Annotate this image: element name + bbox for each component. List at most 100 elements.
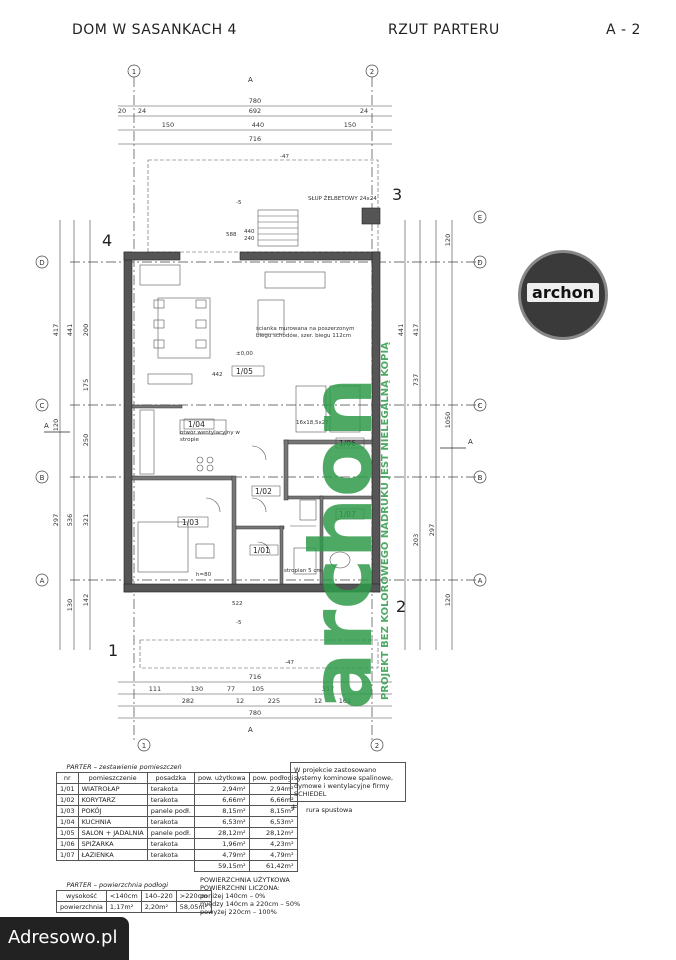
axis-label-left-c: C <box>40 402 45 410</box>
dim-left-3: 200 <box>82 324 90 336</box>
corner-label-3: 3 <box>392 185 402 204</box>
cell: KORYTARZ <box>77 794 148 806</box>
axis-label-bottom-2: 2 <box>375 742 379 750</box>
cell: 6,53m² <box>193 816 250 828</box>
area-note-line-5: powyżej 220cm – 100% <box>200 908 277 916</box>
room-label-1-07: 1/07 <box>339 510 356 519</box>
adresowo-badge[interactable]: Adresowo.pl <box>0 917 130 960</box>
dim-right-7: 297 <box>428 524 436 536</box>
dim-bottom-seg1-5: 317 <box>322 685 334 693</box>
dim-left-11: 130 <box>66 599 74 611</box>
archon-logo: archon <box>518 250 608 340</box>
axis-label-bottom-1: 1 <box>142 742 146 750</box>
section-mark-bottom: A <box>248 726 253 734</box>
downpipe-symbol: + <box>290 803 298 813</box>
dim-left-10: 142 <box>82 594 90 606</box>
archon-logo-text: archon <box>527 283 599 302</box>
room-label-1-02: 1/02 <box>255 487 272 496</box>
rooms-table: PARTER – zestawienie pomieszczeń nr pomi… <box>56 762 298 872</box>
dim-bottom-716: 716 <box>249 673 261 681</box>
cell: SPIŻARKA <box>77 838 148 850</box>
dim-top-seg-3: 150 <box>344 121 356 129</box>
area-note-line-4: między 140cm a 220cm – 50% <box>200 900 301 908</box>
project-title: DOM W SASANKACH 4 <box>72 22 237 38</box>
room-label-1-04: 1/04 <box>188 420 205 429</box>
cell: terakota <box>146 816 195 828</box>
dim-left-2: 441 <box>66 324 74 336</box>
axis-label-right-b: B <box>478 474 483 482</box>
dim-right-1: 441 <box>397 324 405 336</box>
sheet-number: A - 2 <box>606 22 641 38</box>
floor-col-mid: 140–220 <box>140 890 177 902</box>
dim-top-seg-1: 150 <box>162 121 174 129</box>
dim-top-inner: 692 <box>249 107 261 115</box>
rooms-col-name: pomieszczenie <box>77 772 148 784</box>
floor-plan-drawing: 1 2 1 2 D C B A E D C B A 780 20 24 692 … <box>35 64 487 752</box>
cell: 8,15m² <box>193 805 250 817</box>
cell: 1/04 <box>56 816 79 828</box>
dim-top-716: 716 <box>249 135 261 143</box>
dim-top-24b: 24 <box>360 107 368 115</box>
cell: 1/02 <box>56 794 79 806</box>
axis-label-left-a: A <box>40 577 45 585</box>
cell: 2,20m² <box>140 901 177 913</box>
cell: panele podł. <box>146 805 195 817</box>
chimney-note: W projekcie zastosowano systemy kominowe… <box>290 762 406 802</box>
area-note-line-2: POWIERZCHNI LICZONA: <box>200 884 280 892</box>
dim-right-6: 203 <box>412 534 420 546</box>
cell: 1/05 <box>56 827 79 839</box>
dim-bottom-seg2-5: 161 <box>339 697 351 705</box>
total-area: 61,42m² <box>248 860 298 872</box>
axis-label-top-2: 2 <box>370 68 374 76</box>
dim-right-3: 737 <box>412 374 420 386</box>
corner-label-1: 1 <box>108 641 118 660</box>
area-note-line-1: POWIERZCHNIA UŻYTKOWA <box>200 876 290 884</box>
cell: ŁAZIENKA <box>77 849 148 861</box>
rooms-table-caption: PARTER – zestawienie pomieszczeń <box>66 763 182 771</box>
watermark-brand: archon <box>292 377 392 710</box>
axis-label-left-b: B <box>40 474 45 482</box>
dim-bottom-780: 780 <box>249 709 261 717</box>
axis-label-top-1: 1 <box>132 68 136 76</box>
room-label-1-01: 1/01 <box>253 546 270 555</box>
insulation-note: stropian 5 cm <box>284 568 322 574</box>
dim-bottom-seg1-4: 105 <box>252 685 264 693</box>
stair-wall-note: ścianka murowana na poszerzonym biegu sc… <box>256 326 355 339</box>
total-usable: 59,15m² <box>193 860 250 872</box>
cell: terakota <box>146 838 195 850</box>
section-mark-right: A <box>468 438 473 446</box>
floor-col-low: <140cm <box>105 890 142 902</box>
dim-left-9: 321 <box>82 514 90 526</box>
dim-bottom-seg1-1: 111 <box>149 685 161 693</box>
level-mark: ±0,00 <box>236 351 253 357</box>
sheet-title: RZUT PARTERU <box>388 22 500 38</box>
level-terrace-top: -47 <box>280 154 289 160</box>
dim-240: 240 <box>244 236 255 242</box>
sill-height: h=80 <box>196 572 212 578</box>
cell: 2,94m² <box>193 783 250 795</box>
section-mark-top: A <box>248 76 253 84</box>
dim-440: 440 <box>244 229 255 235</box>
dim-522: 522 <box>232 601 243 607</box>
axis-label-right-e: E <box>478 214 482 222</box>
cell: KUCHNIA <box>77 816 148 828</box>
cell: WIATROŁAP <box>77 783 148 795</box>
floor-area-table: PARTER – powierzchnia podłogi wysokość<1… <box>56 880 212 913</box>
cell: 1/03 <box>56 805 79 817</box>
cell: powierzchnia <box>56 901 107 913</box>
dim-right-2: 417 <box>412 324 420 336</box>
cell: terakota <box>146 794 195 806</box>
cell: 58,05m² <box>175 901 212 913</box>
dim-bottom-seg2-4: 12 <box>314 697 322 705</box>
room-label-1-05: 1/05 <box>236 367 253 376</box>
dim-bottom-seg1-3: 77 <box>227 685 235 693</box>
cell: 6,66m² <box>193 794 250 806</box>
dim-right-4: 1050 <box>444 412 452 429</box>
stair-size: 16x18,5x27 <box>296 420 329 426</box>
dim-left-1: 417 <box>52 324 60 336</box>
